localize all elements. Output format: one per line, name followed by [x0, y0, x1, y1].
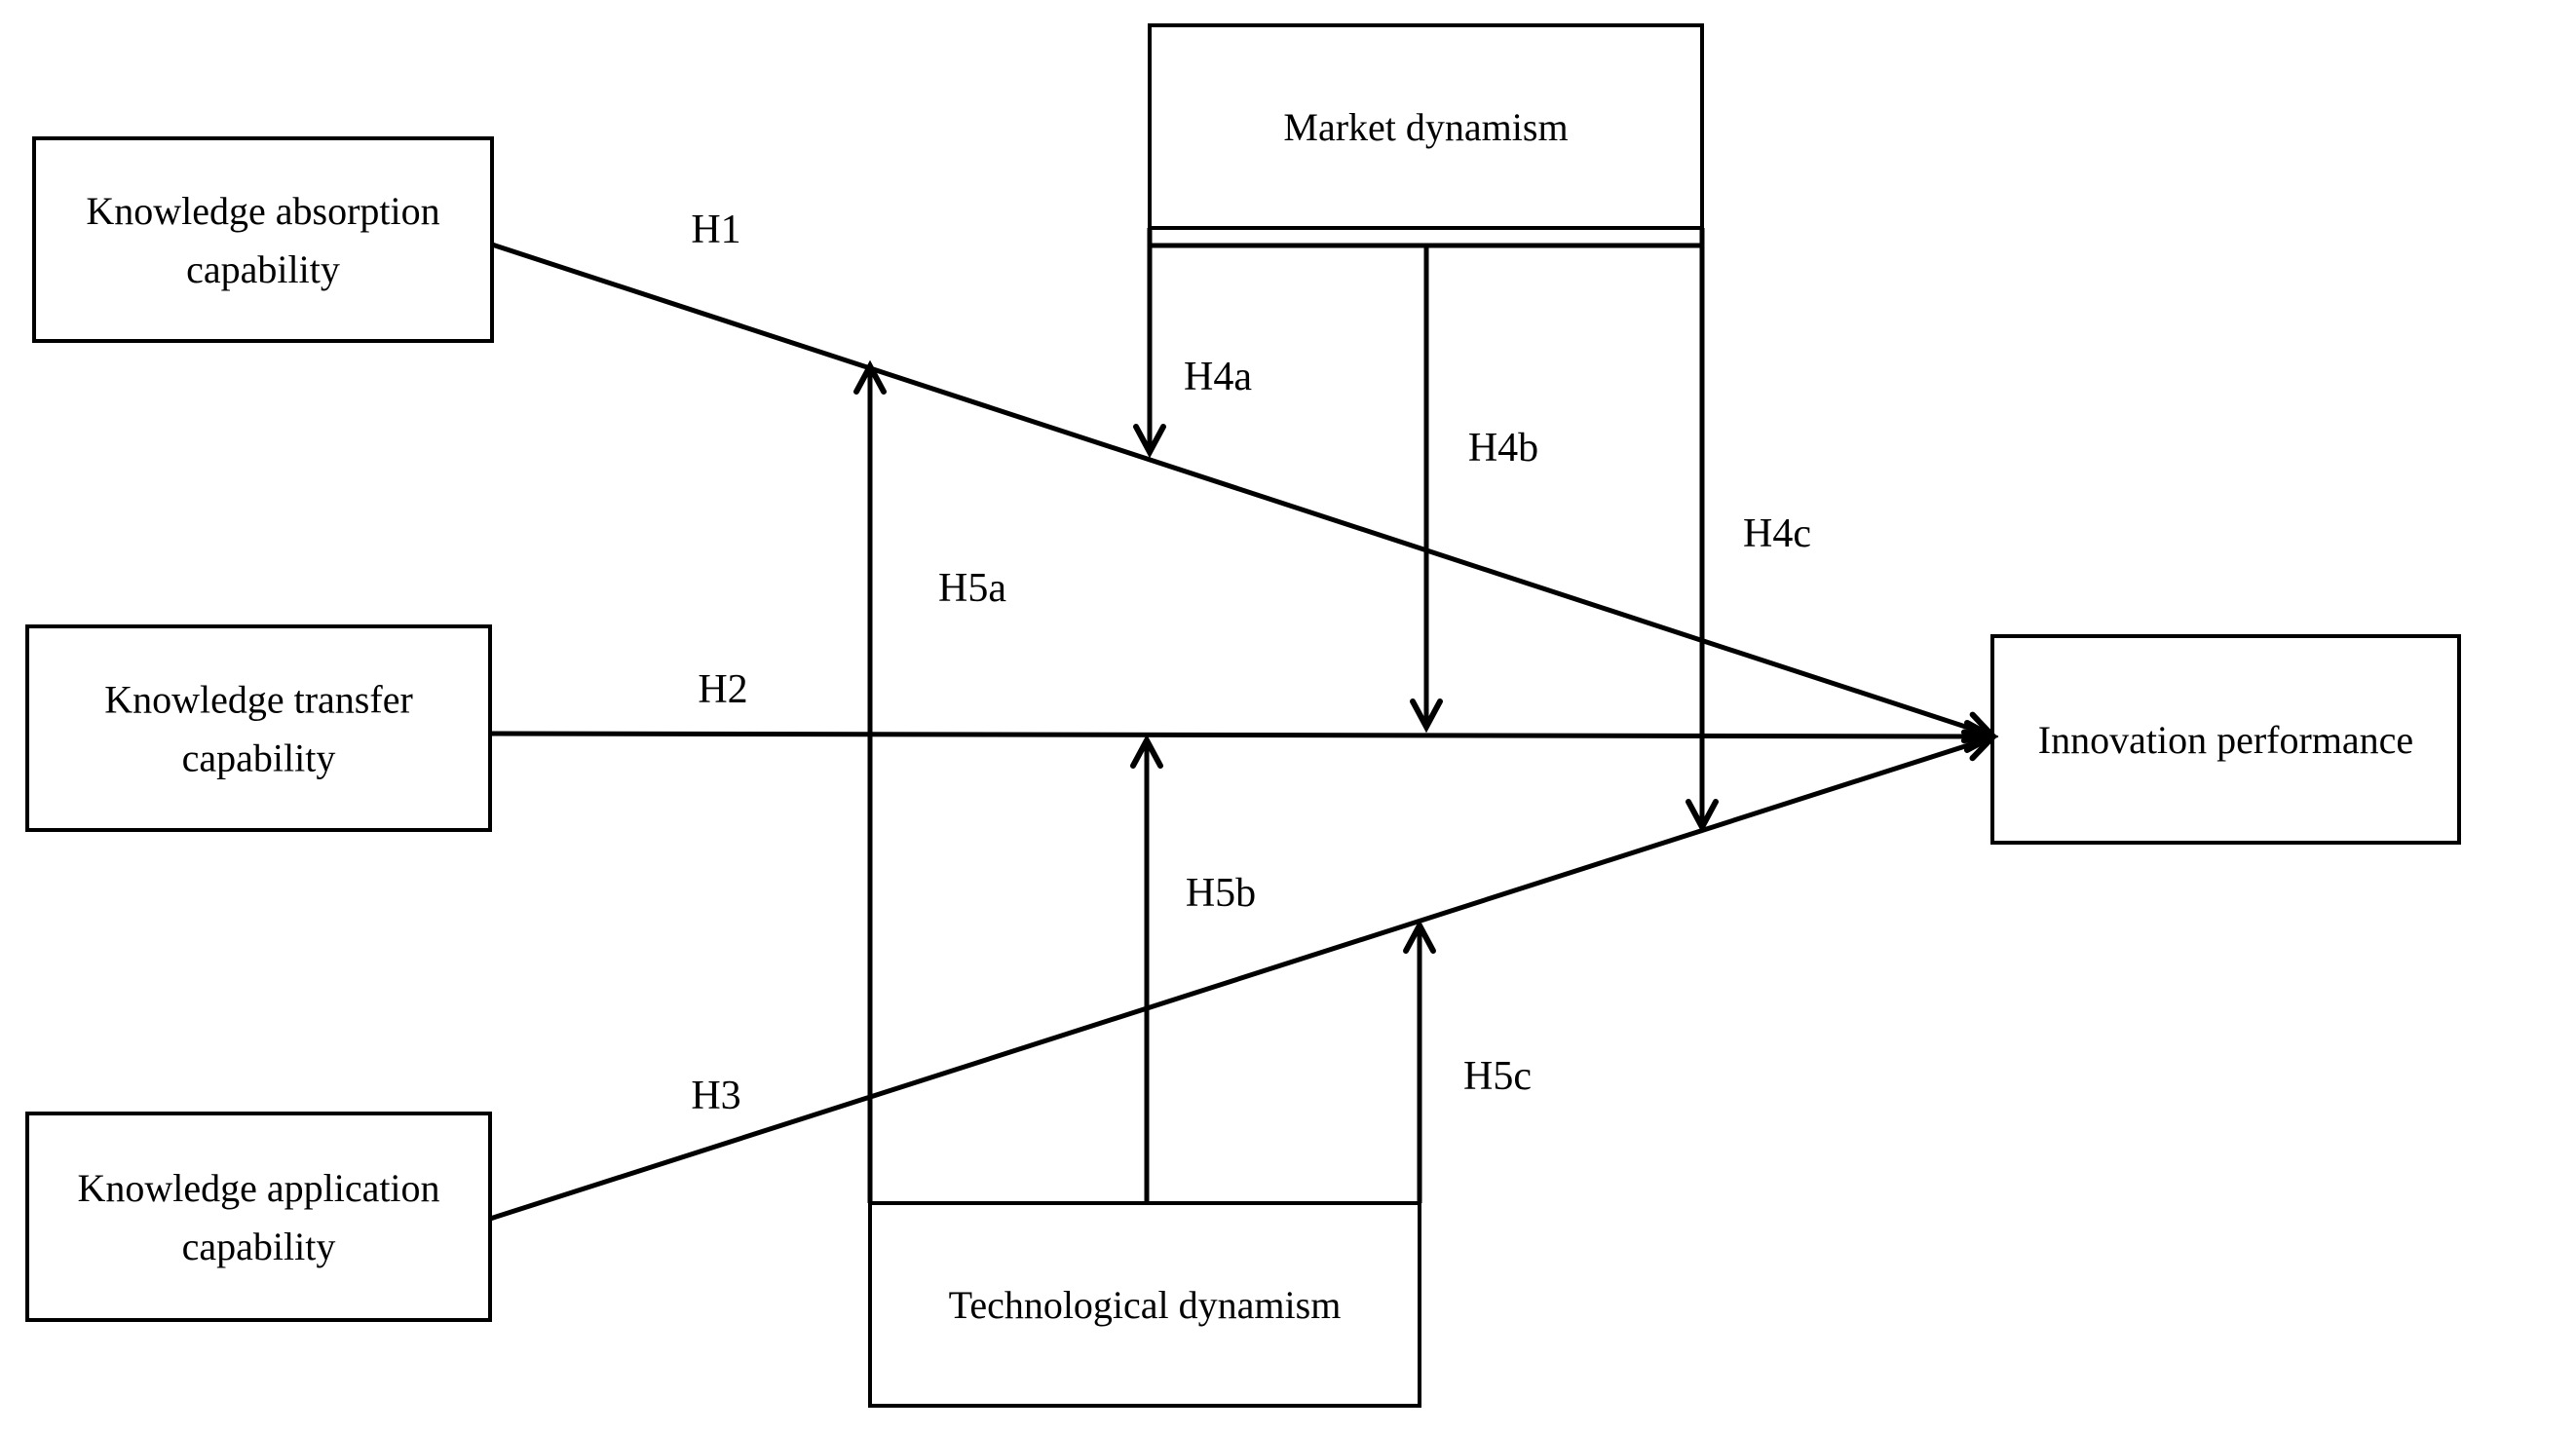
knowledge-application-capability-box [25, 1112, 492, 1322]
hypothesis-label-h5b: H5b [1186, 871, 1256, 916]
market-dynamism-label-line-1: Market dynamism [1283, 105, 1568, 149]
connectors-layer [489, 228, 1999, 1222]
innovation-performance-label: Innovation performance [2038, 718, 2413, 762]
innovation-performance-box [1990, 634, 2461, 845]
knowledge-transfer-capability-label-line-2: capability [182, 736, 336, 780]
knowledge-application-capability-label-line-2: capability [182, 1225, 336, 1268]
hypothesis-label-h4b: H4b [1468, 426, 1538, 471]
knowledge-absorption-capability-box [32, 136, 494, 343]
knowledge-transfer-capability-label-line-1: Knowledge transfer [104, 678, 413, 722]
technological-dynamism-label: Technological dynamism [949, 1283, 1342, 1327]
hypothesis-label-h5a: H5a [938, 566, 1006, 611]
h3-path [489, 729, 1999, 1222]
knowledge-application-capability-label: Knowledge application capability [77, 1166, 439, 1268]
knowledge-absorption-capability-label-line-1: Knowledge absorption [86, 189, 439, 233]
h1-path [491, 242, 1999, 744]
knowledge-transfer-capability-box [25, 624, 492, 832]
hypothesis-label-h4c: H4c [1743, 511, 1811, 556]
knowledge-absorption-capability-label-line-2: capability [186, 247, 340, 291]
knowledge-application-capability-label-line-1: Knowledge application [77, 1166, 439, 1210]
h2-path [489, 719, 1999, 753]
hypothesis-label-h2: H2 [698, 667, 747, 712]
hypothesis-label-h5c: H5c [1463, 1054, 1532, 1099]
hypothesis-label-h4a: H4a [1184, 355, 1252, 399]
market-dynamism-label: Market dynamism [1283, 105, 1568, 149]
innovation-performance-label-line-1: Innovation performance [2038, 718, 2413, 762]
knowledge-absorption-capability-label: Knowledge absorption capability [86, 189, 439, 291]
technological-dynamism-label-line-1: Technological dynamism [949, 1283, 1342, 1327]
knowledge-transfer-capability-label: Knowledge transfer capability [104, 678, 413, 780]
hypothesis-label-h3: H3 [691, 1074, 740, 1118]
market-dynamism-box [1148, 23, 1704, 230]
hypothesis-label-h1: H1 [691, 208, 740, 252]
